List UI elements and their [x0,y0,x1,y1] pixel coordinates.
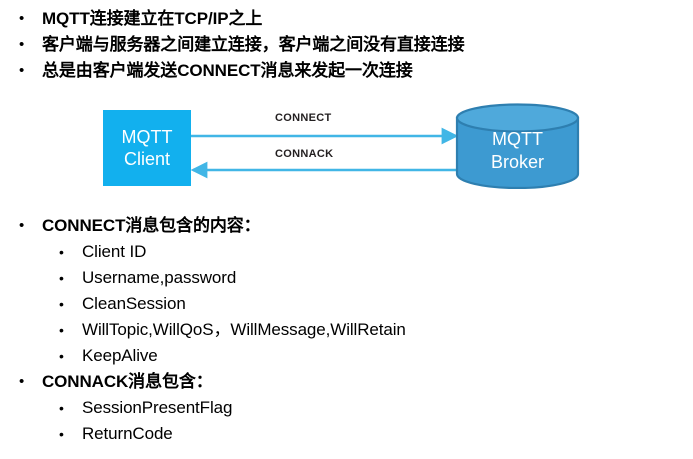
bullet-item: • Client ID [0,239,693,265]
bullet-item: • 客户端与服务器之间建立连接，客户端之间没有直接连接 [0,32,693,58]
bullet-item: • KeepAlive [0,343,693,369]
bullet-item: • CONNACK消息包含： [0,369,693,395]
bullet-item: • MQTT连接建立在TCP/IP之上 [0,6,693,32]
bullet-marker-icon: • [19,373,25,390]
bullet-text: CONNACK消息包含： [42,372,213,391]
mqtt-broker-label-line2: Broker [490,152,544,172]
bullet-marker-icon: • [19,62,25,79]
mqtt-broker-cylinder-icon [455,103,580,189]
bullet-marker-icon: • [59,426,64,442]
bullet-text: 客户端与服务器之间建立连接，客户端之间没有直接连接 [42,35,465,54]
bullet-text: CONNECT消息包含的内容： [42,216,261,235]
bullet-marker-icon: • [59,400,64,416]
mqtt-broker-label: MQTT Broker [455,118,580,184]
bullet-text: SessionPresentFlag [82,398,233,417]
bullet-marker-icon: • [59,348,64,364]
mqtt-client-label-line2: Client [123,149,171,169]
mqtt-client-box: MQTT Client [103,110,191,186]
bullet-marker-icon: • [59,322,64,338]
top-bullet-list: • MQTT连接建立在TCP/IP之上 • 客户端与服务器之间建立连接，客户端之… [0,6,693,84]
bullet-item: • Username,password [0,265,693,291]
connack-arrow-label: CONNACK [275,148,334,160]
bullet-text: Client ID [82,242,147,261]
bullet-text: Username,password [82,268,237,287]
bullet-text: MQTT连接建立在TCP/IP之上 [42,9,263,28]
mqtt-broker-label-line1: MQTT [492,129,543,149]
bullet-marker-icon: • [19,10,25,27]
bullet-marker-icon: • [19,36,25,53]
bullet-item: • WillTopic,WillQoS，WillMessage,WillReta… [0,317,693,343]
mqtt-client-label-line1: MQTT [121,127,173,147]
bullet-text: 总是由客户端发送CONNECT消息来发起一次连接 [42,61,413,80]
bullet-text: ReturnCode [82,424,173,443]
bullet-marker-icon: • [19,217,25,234]
bullet-text: KeepAlive [82,346,158,365]
bullet-text: WillTopic,WillQoS，WillMessage,WillRetain [82,320,406,339]
bullet-item: • CONNECT消息包含的内容： [0,213,693,239]
bullet-item: • 总是由客户端发送CONNECT消息来发起一次连接 [0,58,693,84]
bullet-marker-icon: • [59,296,64,312]
connect-arrow-label: CONNECT [275,112,332,124]
bullet-item: • ReturnCode [0,421,693,447]
bullet-marker-icon: • [59,270,64,286]
bullet-marker-icon: • [59,244,64,260]
bullet-item: • CleanSession [0,291,693,317]
bullet-item: • SessionPresentFlag [0,395,693,421]
bottom-bullet-list: • CONNECT消息包含的内容： • Client ID • Username… [0,213,693,447]
bullet-text: CleanSession [82,294,186,313]
